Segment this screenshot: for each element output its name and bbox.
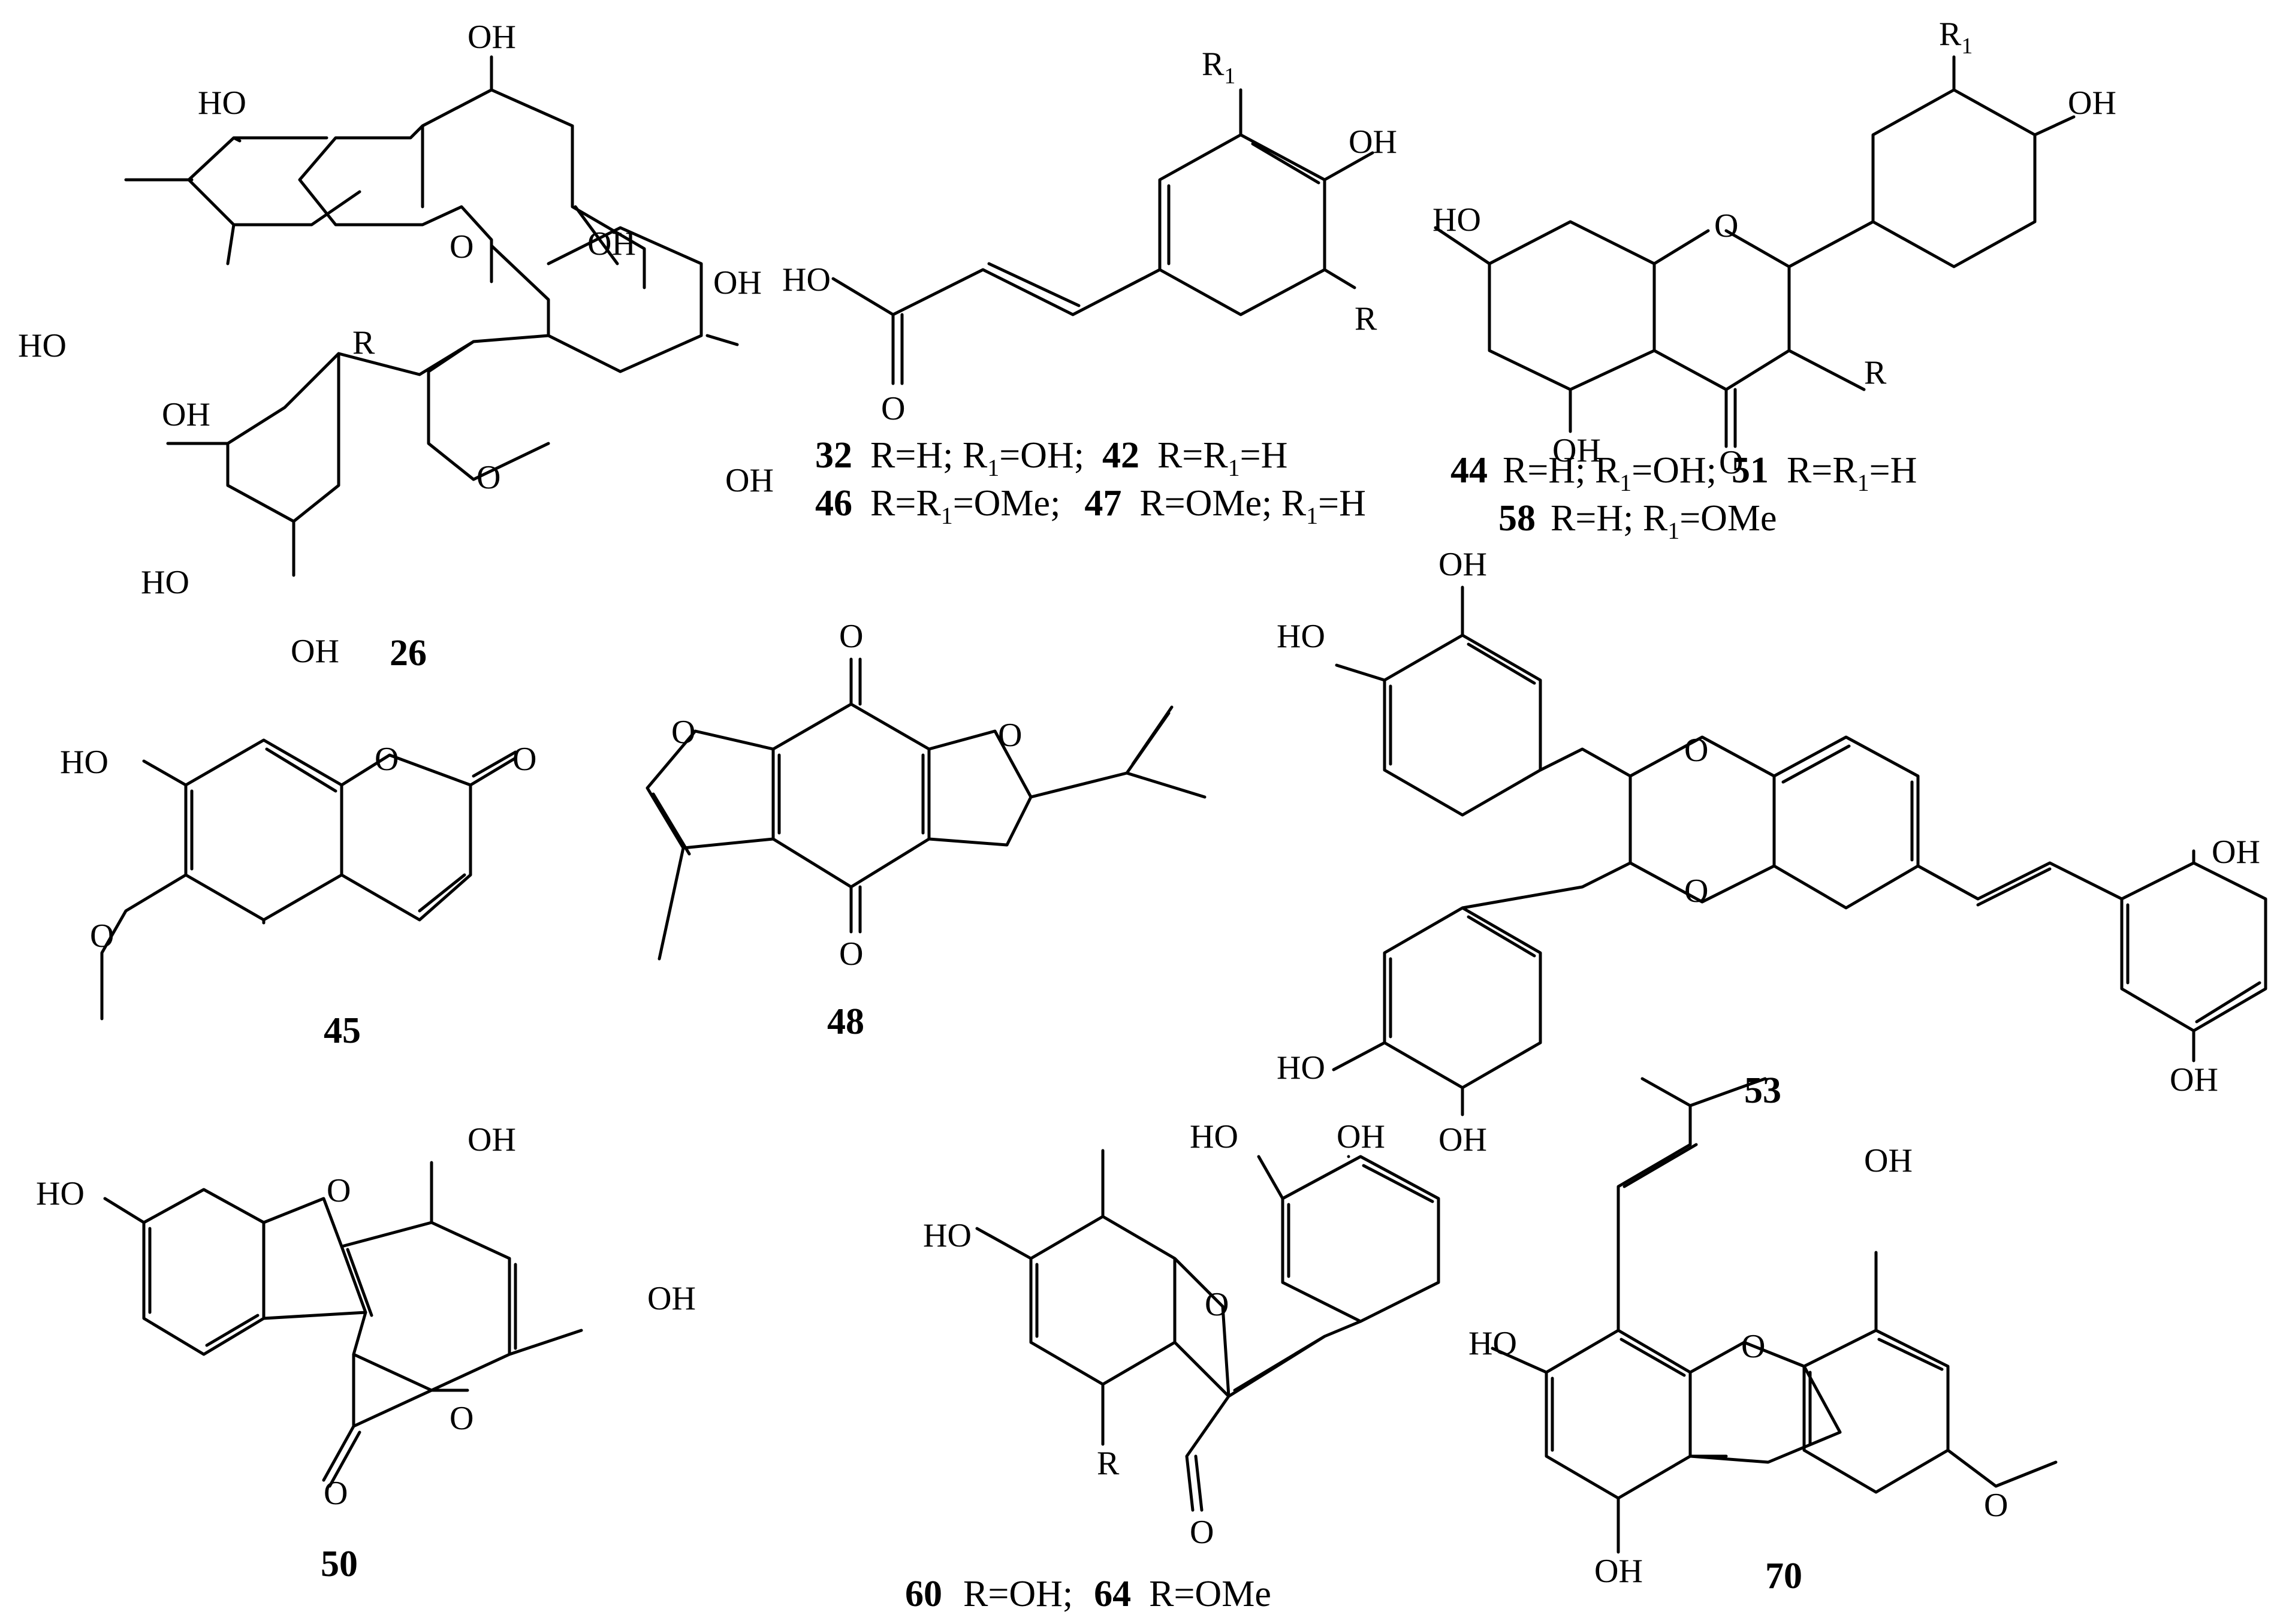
- compound-48-bonds: [646, 657, 1207, 961]
- c53-ho-top: HO: [1277, 618, 1325, 655]
- c32-r1: R1: [1202, 46, 1235, 89]
- compound-70: OH HO O O OH 70: [1468, 1077, 2058, 1596]
- compound-26-id: 26: [390, 633, 427, 674]
- c26-o2: O: [476, 459, 500, 496]
- compound-53-id: 53: [1744, 1070, 1781, 1111]
- c45-ho: HO: [60, 744, 108, 781]
- c44-r: R: [1864, 354, 1887, 391]
- compound-60-bonds: [975, 1149, 1440, 1512]
- c32-oh: OH: [1349, 123, 1397, 161]
- c60-ho-cat: HO: [1190, 1118, 1238, 1155]
- compound-45-id: 45: [324, 1010, 361, 1051]
- c45-o-meth: O: [90, 917, 114, 955]
- c50-oh-right: OH: [647, 1280, 696, 1317]
- c44-ho: HO: [1432, 201, 1481, 239]
- c70-oh-top: OH: [1864, 1142, 1913, 1179]
- c44-r1: R1: [1939, 16, 1973, 59]
- compound-45: HO O O O 45: [60, 738, 536, 1051]
- c50-o-keto: O: [324, 1475, 348, 1512]
- c44-oh-bottom: OH: [1552, 432, 1601, 469]
- c44-oh: OH: [2068, 84, 2116, 122]
- c50-oh-top: OH: [468, 1121, 516, 1158]
- c45-o-keto: O: [512, 741, 536, 778]
- c70-oh-bottom: OH: [1594, 1553, 1643, 1590]
- c45-o-ring: O: [375, 741, 399, 778]
- compound-26: OH HO OH O HO OH R OH OH O HO OH 26: [18, 19, 774, 674]
- c32-o: O: [881, 390, 905, 427]
- c26-oh-ring2b: OH: [291, 633, 339, 670]
- compound-44-bonds: [1434, 55, 2076, 448]
- c53-oh-right2: OH: [2170, 1061, 2218, 1098]
- compound-32-bonds: [831, 88, 1374, 385]
- c26-o1: O: [450, 228, 474, 265]
- c70-o-meth: O: [1984, 1487, 2008, 1524]
- compound-70-bonds: [1491, 1077, 2058, 1554]
- compound-48: O O O O 48: [646, 618, 1207, 1042]
- compound-50-bonds: [103, 1161, 583, 1488]
- c26-ho-ring1a: HO: [18, 327, 67, 364]
- c26-oh-mid: OH: [587, 225, 636, 262]
- c53-o1: O: [1684, 732, 1708, 769]
- c50-ho: HO: [36, 1175, 85, 1212]
- c60-ho: HO: [923, 1217, 972, 1254]
- compound-26-bonds: [124, 55, 739, 577]
- c48-o-dihydro: O: [998, 717, 1022, 754]
- compound-70-id: 70: [1765, 1556, 1802, 1596]
- c60-oh-cat: OH: [1337, 1118, 1385, 1155]
- c60-r: R: [1097, 1445, 1120, 1482]
- c26-ho-ring2a: HO: [141, 564, 189, 601]
- c48-o-furan: O: [671, 714, 695, 751]
- c50-o-lactone: O: [450, 1400, 474, 1437]
- c60-o-ring: O: [1205, 1286, 1229, 1323]
- compound-53-bonds: [1332, 585, 2267, 1116]
- c53-ho-bottom: HO: [1277, 1049, 1325, 1086]
- c50-o-furan: O: [327, 1172, 351, 1209]
- compound-48-id: 48: [827, 1001, 864, 1042]
- c44-o-ring: O: [1714, 207, 1738, 244]
- c48-o-bottom: O: [839, 935, 863, 973]
- compound-50: HO OH O OH O O 50: [36, 1121, 696, 1584]
- c53-oh-top: OH: [1438, 546, 1487, 583]
- c60-o-keto: O: [1190, 1514, 1214, 1551]
- c26-ho-left: HO: [198, 84, 246, 122]
- c44-o-keto: O: [1719, 444, 1743, 481]
- c26-oh-top: OH: [468, 19, 516, 56]
- c26-oh-ring1b: OH: [162, 396, 210, 433]
- c53-oh-right1: OH: [2212, 834, 2260, 871]
- c26-oh-r: OH: [713, 264, 762, 301]
- c32-r: R: [1355, 300, 1377, 337]
- c70-ho: HO: [1468, 1325, 1517, 1362]
- c26-oh-right: OH: [725, 462, 774, 499]
- c70-o-ring: O: [1741, 1328, 1765, 1365]
- compound-53: OH HO O O HO OH OH OH 53: [1277, 546, 2267, 1158]
- compound-45-bonds: [100, 738, 517, 1021]
- c53-oh-bottom: OH: [1438, 1121, 1487, 1158]
- c53-o2: O: [1684, 873, 1708, 910]
- compound-50-id: 50: [321, 1544, 358, 1584]
- c48-o-top: O: [839, 618, 863, 655]
- c26-r: R: [352, 324, 375, 361]
- c32-ho: HO: [782, 261, 831, 298]
